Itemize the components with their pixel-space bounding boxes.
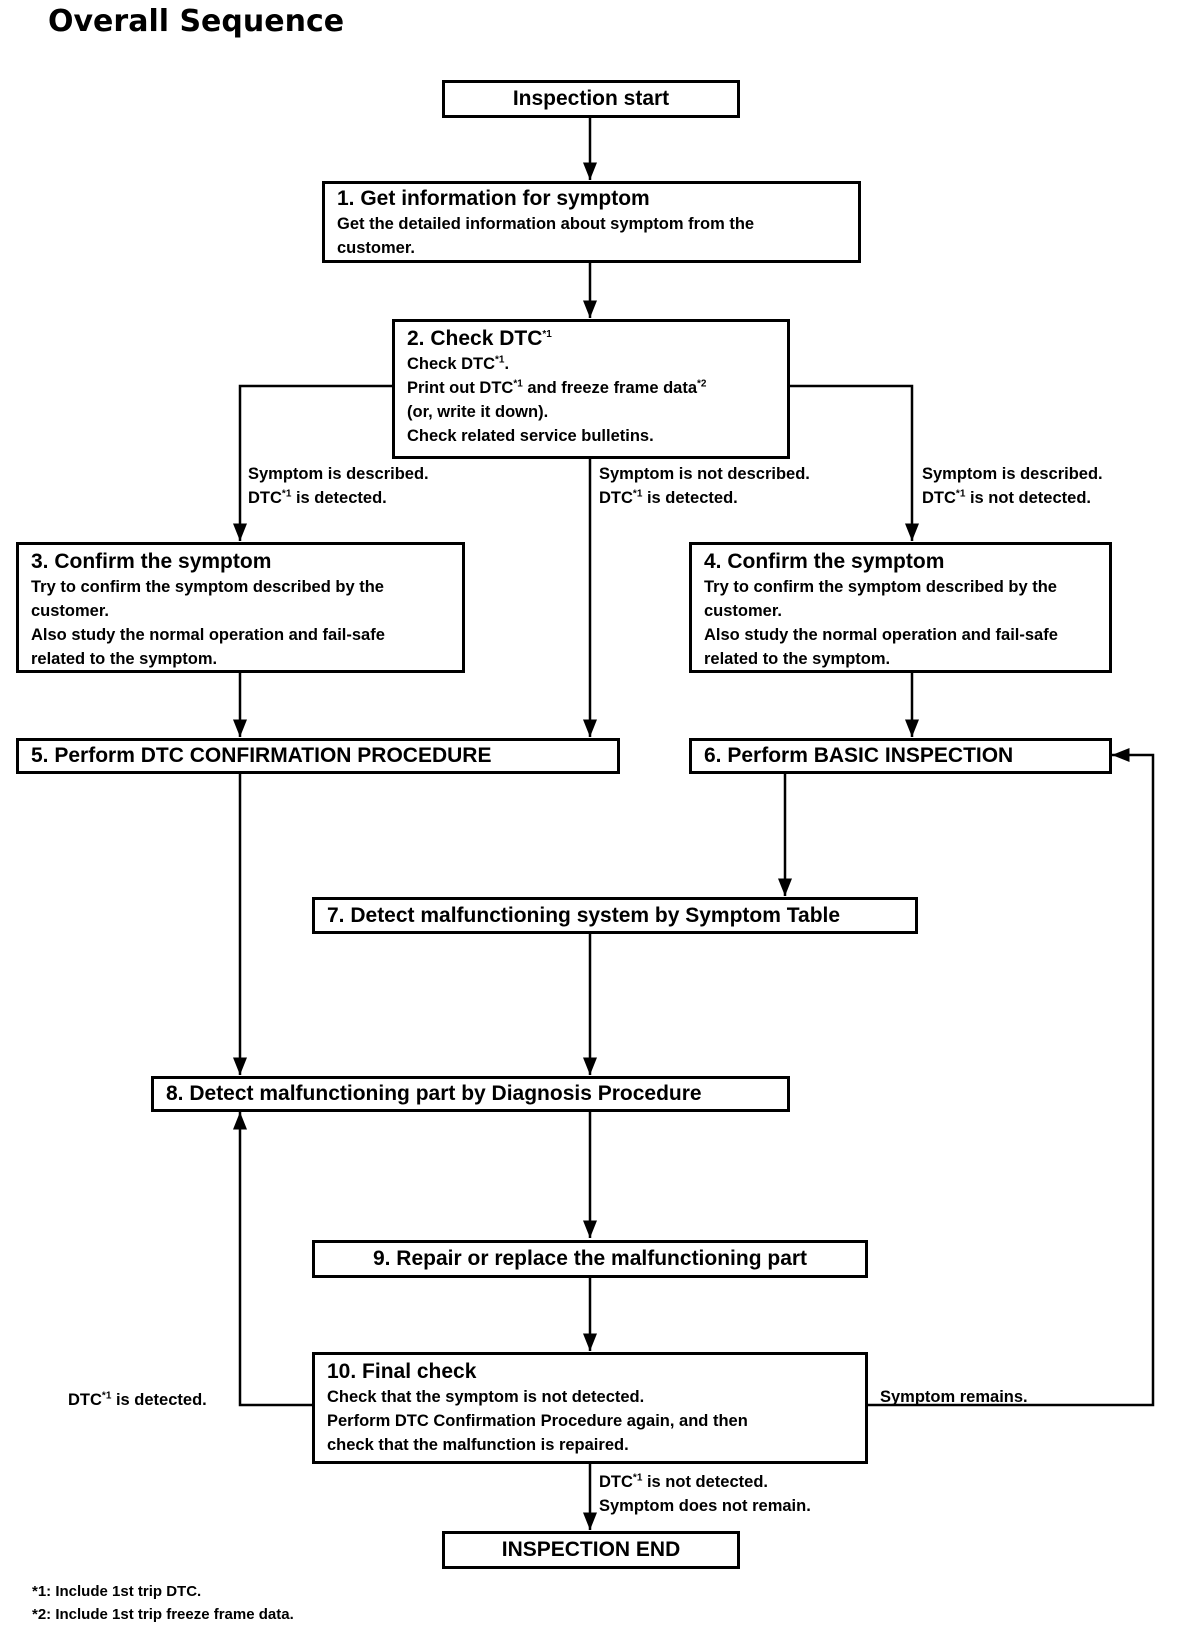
arrow-2-to-4: [789, 384, 919, 541]
final-right-label: Symptom remains.: [880, 1388, 1028, 1406]
step-3-line: customer.: [31, 602, 109, 620]
step-7-box: 7. Detect malfunctioning system by Sympt…: [312, 897, 918, 934]
step-4-title: 4. Confirm the symptom: [704, 550, 945, 573]
step-4-box: 4. Confirm the symptom Try to confirm th…: [689, 542, 1112, 673]
final-left-label: DTC*1 is detected.: [68, 1390, 207, 1409]
step-2-line: Check related service bulletins.: [407, 427, 654, 445]
arrow-10-to-6: [868, 748, 1155, 1407]
step-4-line: related to the symptom.: [704, 650, 891, 668]
step-10-box: 10. Final check Check that the symptom i…: [312, 1352, 868, 1464]
step-4-line: Also study the normal operation and fail…: [704, 626, 1058, 644]
step-9-label: 9. Repair or replace the malfunctioning …: [372, 1247, 808, 1270]
step-4-line: customer.: [704, 602, 782, 620]
step-5-box: 5. Perform DTC CONFIRMATION PROCEDURE: [16, 738, 620, 774]
step-1-line: Get the detailed information about sympt…: [337, 215, 755, 233]
step-6-box: 6. Perform BASIC INSPECTION: [689, 738, 1112, 774]
branch-label-left: Symptom is described. DTC*1 is detected.: [248, 465, 429, 507]
step-2-title: 2. Check DTC*1: [407, 327, 552, 350]
step-8-label: 8. Detect malfunctioning part by Diagnos…: [166, 1082, 702, 1105]
step-10-title: 10. Final check: [327, 1360, 477, 1383]
step-6-label: 6. Perform BASIC INSPECTION: [704, 744, 1014, 767]
step-1-box: 1. Get information for symptom Get the d…: [322, 181, 861, 263]
step-5-label: 5. Perform DTC CONFIRMATION PROCEDURE: [31, 744, 492, 767]
step-10-line: Perform DTC Confirmation Procedure again…: [327, 1412, 748, 1430]
inspection-start-label: Inspection start: [512, 87, 670, 110]
arrow-2-to-3: [233, 384, 392, 541]
step-3-line: Also study the normal operation and fail…: [31, 626, 385, 644]
inspection-start-box: Inspection start: [442, 80, 740, 118]
step-10-line: check that the malfunction is repaired.: [327, 1436, 629, 1454]
step-2-box: 2. Check DTC*1 Check DTC*1. Print out DT…: [392, 319, 790, 459]
step-3-title: 3. Confirm the symptom: [31, 550, 272, 573]
step-3-line: related to the symptom.: [31, 650, 218, 668]
step-3-box: 3. Confirm the symptom Try to confirm th…: [16, 542, 465, 673]
inspection-end-box: INSPECTION END: [442, 1531, 740, 1569]
footnote: *1: Include 1st trip DTC.: [32, 1583, 202, 1600]
step-8-box: 8. Detect malfunctioning part by Diagnos…: [151, 1076, 790, 1112]
step-7-label: 7. Detect malfunctioning system by Sympt…: [327, 903, 841, 927]
step-3-line: Try to confirm the symptom described by …: [31, 578, 384, 596]
step-2-line: Print out DTC*1 and freeze frame data*2: [407, 378, 707, 397]
step-2-line: (or, write it down).: [407, 403, 549, 421]
arrow-10-to-8: [233, 1112, 312, 1407]
footnote: *2: Include 1st trip freeze frame data.: [32, 1606, 294, 1623]
final-down-label: DTC*1 is not detected. Symptom does not …: [599, 1472, 811, 1515]
step-10-line: Check that the symptom is not detected.: [327, 1388, 645, 1406]
step-1-title: 1. Get information for symptom: [337, 187, 650, 210]
branch-label-right: Symptom is described. DTC*1 is not detec…: [922, 465, 1103, 507]
inspection-end-label: INSPECTION END: [501, 1538, 681, 1561]
page-title: Overall Sequence: [48, 4, 345, 39]
step-2-line: Check DTC*1.: [407, 354, 510, 373]
step-4-line: Try to confirm the symptom described by …: [704, 578, 1057, 596]
step-1-line: customer.: [337, 239, 415, 257]
step-9-box: 9. Repair or replace the malfunctioning …: [312, 1240, 868, 1278]
branch-label-middle: Symptom is not described. DTC*1 is detec…: [599, 465, 810, 507]
